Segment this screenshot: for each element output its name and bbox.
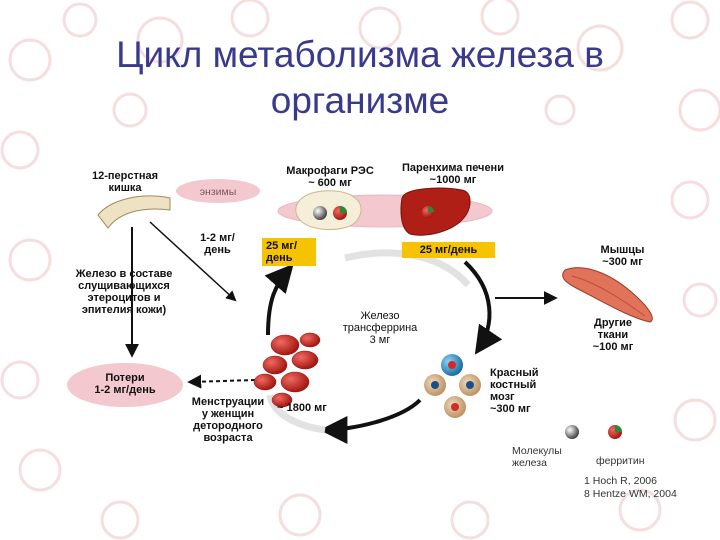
reference-1: 1 Hoch R, 2006 (584, 475, 657, 487)
title-line-1: Цикл метаболизма железа в (116, 34, 604, 75)
cycle-arc-left (264, 263, 294, 336)
macrophage-cell (295, 190, 362, 230)
arrow-menstruation (187, 374, 256, 389)
enzymes-oval (176, 179, 260, 203)
enzymes-label: энзимы (199, 186, 237, 198)
muscles-label: Мышцы~300 мг (600, 244, 645, 268)
legend-ferritin-label: ферритин (596, 455, 645, 467)
flow-tag-left: 25 мг/день (262, 238, 316, 266)
erythrocytes-group (253, 332, 321, 408)
flow-tag-right: 25 мг/день (402, 242, 495, 258)
cycle-arc-right (463, 260, 503, 355)
page-title: Цикл метаболизма железа в организме (0, 32, 720, 124)
macrophages-label: Макрофаги РЭС~ 600 мг (286, 165, 374, 189)
duodenum-shape (97, 195, 171, 229)
title-line-2: организме (270, 80, 450, 121)
losses-oval (67, 363, 183, 407)
liver-label: Паренхима печени~1000 мг (402, 162, 504, 186)
legend-iron-molecule-icon (565, 425, 579, 439)
erythrocytes-label: ~ 1800 мг (277, 402, 327, 414)
cycle-arc-bottom (319, 398, 422, 444)
muscle-shape (562, 267, 653, 323)
arc-gray-bottom (266, 394, 326, 434)
reference-2: 8 Hentze WM, 2004 (584, 488, 677, 500)
arrow-intake (149, 221, 237, 302)
intake-label: 1-2 мг/день (200, 232, 235, 256)
liver-shape (400, 187, 471, 236)
iron-molecule-1 (313, 206, 327, 220)
